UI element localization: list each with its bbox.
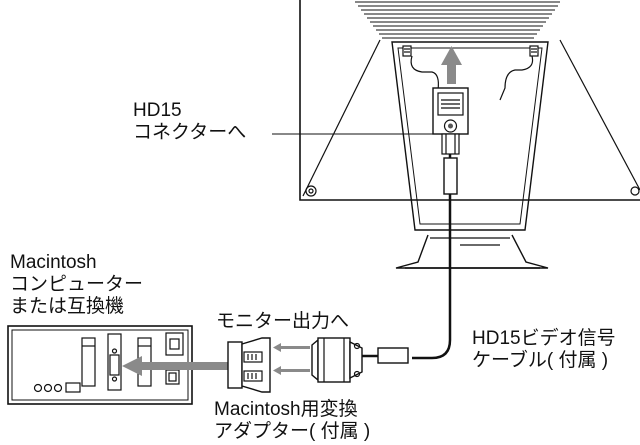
insert-arrow-computer (122, 356, 228, 376)
port-round-3 (53, 383, 63, 393)
computer-label-line2: コンピューター (10, 274, 144, 295)
monitor-cabinet (299, 0, 640, 201)
video-cable-label-line2: ケーブル( 付属 ) (472, 350, 609, 371)
adapter-label-line1: Macintosh用変換 (214, 399, 358, 420)
up-arrow (441, 46, 462, 84)
adapter-label-line2: アダプター( 付属 ) (214, 421, 371, 442)
insert-arrows-adapter (273, 343, 310, 375)
monitor-output-label: モニター出力へ (216, 311, 350, 332)
internal-cable-left (410, 55, 439, 91)
connector-panel (391, 41, 549, 231)
internal-cable-right (499, 55, 534, 101)
hd15-label-line1: HD15 (133, 100, 182, 121)
computer-video-port (109, 354, 120, 376)
adapter-label: Macintosh用変換 アダプター( 付属 ) (214, 399, 370, 443)
hd15-label-line2: コネクターへ (133, 122, 247, 143)
port-rect (65, 382, 81, 393)
video-cable (412, 339, 452, 360)
macintosh-adapter (227, 337, 271, 393)
computer-label: Macintosh コンピューター または互換機 (10, 252, 143, 318)
ferrite-core-upper (443, 157, 458, 195)
monitor-stand (395, 234, 549, 269)
panel-screw-right (529, 45, 539, 57)
expansion-slot-1 (81, 337, 96, 387)
power-outlet-icon (165, 369, 180, 385)
monitor-rear (272, 0, 640, 340)
hd15-connector-label: HD15 コネクターへ (133, 100, 246, 144)
cable-hd15-plug (311, 337, 363, 383)
ferrite-core-lower (377, 347, 409, 364)
screw-left (305, 185, 317, 197)
computer-label-line1: Macintosh (10, 252, 97, 273)
port-round-1 (33, 383, 43, 393)
panel-screw-left (402, 45, 412, 57)
computer-label-line3: または互換機 (10, 296, 125, 317)
monitor-hd15-connector (432, 87, 469, 155)
screw-right (630, 186, 640, 196)
vent-ribs (355, 1, 560, 39)
port-round-2 (43, 383, 53, 393)
video-cable-label-line1: HD15ビデオ信号 (472, 328, 616, 349)
power-socket-icon (165, 332, 184, 356)
video-cable-label: HD15ビデオ信号 ケーブル( 付属 ) (472, 328, 616, 372)
